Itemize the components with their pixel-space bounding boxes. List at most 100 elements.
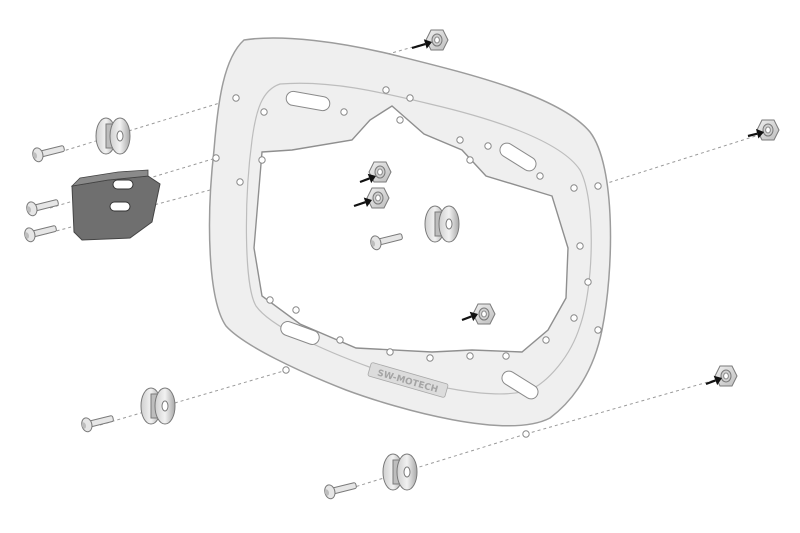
bolts (24, 145, 403, 500)
arrow-shaft (359, 177, 370, 184)
frame-mounting-hole (336, 336, 344, 344)
bolt-hex-socket (324, 489, 330, 496)
frame-mounting-hole (542, 336, 550, 344)
frame-mounting-hole (426, 354, 434, 362)
frame-mounting-hole (382, 86, 390, 94)
bolt-hex-socket (81, 422, 87, 429)
arrow-icon (411, 39, 432, 50)
frame-mounting-hole (502, 352, 510, 360)
bolt (81, 415, 114, 433)
arrow-head (363, 197, 372, 207)
frame-logo-plate (367, 362, 449, 398)
arrow-icon (461, 311, 478, 322)
frame-mounting-hole (340, 108, 348, 116)
frame-mounting-hole (594, 326, 602, 334)
spacer-roller (424, 205, 460, 243)
frame-mounting-hole (466, 352, 474, 360)
bolt-hex-socket (32, 152, 38, 159)
frame-mounting-hole (386, 348, 394, 356)
frame-mounting-hole (232, 94, 240, 102)
arrow-head (713, 375, 722, 386)
bolt (370, 233, 403, 251)
arrow-shaft (353, 201, 366, 208)
frame-mounting-hole (260, 108, 268, 116)
lock-nut (366, 187, 390, 209)
bolt-shaft (330, 482, 357, 495)
arrow-shaft (747, 132, 758, 138)
roller-bore (445, 218, 453, 230)
adapter-bracket (70, 169, 161, 241)
frame-mounting-hole (484, 142, 492, 150)
frame-mounting-hole (466, 156, 474, 164)
arrow-head (367, 173, 376, 184)
frame-mounting-hole (522, 430, 530, 438)
arrow-shaft (705, 379, 716, 386)
frame-cutout (253, 105, 569, 353)
bolt (32, 145, 65, 163)
bracket-slot (109, 201, 131, 212)
spacer-roller (95, 117, 131, 155)
frame-mounting-hole (236, 178, 244, 186)
bolt (324, 482, 357, 500)
arrow-head (469, 311, 478, 322)
nut-bore (375, 194, 381, 202)
frame-mounting-hole (570, 184, 578, 192)
nut-bore (481, 310, 487, 318)
spacer-rollers (95, 117, 460, 491)
bracket-flange (70, 169, 149, 187)
frame-mounting-hole (282, 366, 290, 374)
assembly-line (597, 132, 766, 187)
nut-bore (765, 126, 771, 134)
side-carrier-frame: SW-MOTECH (208, 37, 612, 427)
bolt (24, 225, 57, 243)
frame-mounting-hole (258, 156, 266, 164)
frame-slot (499, 142, 537, 172)
nut-bore (434, 36, 440, 44)
bolt-hex-socket (370, 240, 376, 247)
roller-bore (403, 466, 411, 478)
frame-mounting-hole (212, 154, 220, 162)
arrow-icon (359, 173, 376, 184)
arrow-shaft (411, 42, 426, 50)
spacer-roller (382, 453, 418, 491)
bolt-hex-socket (24, 232, 30, 239)
lock-nut (714, 365, 738, 387)
lock-nuts (366, 29, 780, 387)
arrow-head (423, 39, 432, 49)
assembly-line (99, 369, 288, 426)
bolt-hex-socket (26, 206, 32, 213)
assembly-line (344, 433, 527, 491)
arrow-icon (353, 197, 372, 208)
frame-slot (280, 321, 320, 345)
frame-mounting-hole (536, 172, 544, 180)
frame-mounting-hole (570, 314, 578, 322)
frame-slot (501, 370, 539, 400)
bolt-shaft (32, 199, 59, 212)
bolt (26, 199, 59, 217)
direction-arrows (353, 39, 764, 386)
roller-bore (161, 400, 169, 412)
spacer-roller (140, 387, 176, 425)
nut-bore (723, 372, 729, 380)
frame-mounting-hole (456, 136, 464, 144)
frame-holes (212, 86, 602, 438)
lock-nut (425, 29, 449, 51)
frame-mounting-hole (576, 242, 584, 250)
assembly-line (59, 97, 237, 153)
frame-mounting-hole (396, 116, 404, 124)
frame-mounting-hole (406, 94, 414, 102)
arrow-icon (747, 128, 764, 139)
roller-bore (116, 130, 124, 142)
bracket-slot (112, 179, 134, 190)
frame-mounting-hole (594, 182, 602, 190)
lock-nut (756, 119, 780, 141)
arrow-icon (705, 375, 722, 386)
assembly-line (44, 181, 241, 235)
assembly-line (525, 377, 723, 435)
frame-mounting-hole (266, 296, 274, 304)
frame-mounting-hole (584, 278, 592, 286)
nut-bore (377, 168, 383, 176)
arrow-shaft (461, 315, 472, 322)
